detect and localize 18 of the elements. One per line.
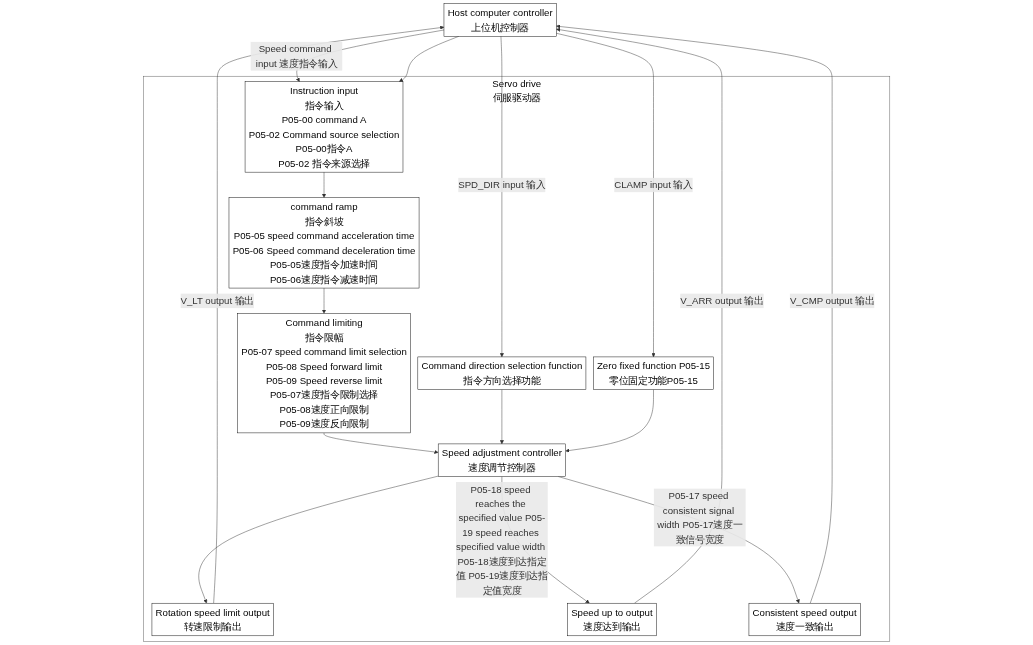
edge-label: V_CMP output 输出	[789, 295, 875, 306]
edge-label: CLAMP input 输入	[613, 179, 693, 191]
node-box: Command direction selection function 指令方向选择功能	[417, 356, 586, 390]
node-box: Host computer controller 上位机控制器	[443, 3, 557, 37]
node-box: Zero fixed function P05-15 零位固定功能P05-15	[592, 356, 714, 390]
node-box: Command limiting 指令限幅 P05-07 speed command limit selection P05-08 Speed forward limit P05-09 Speed reverse limit P05-07速度指令限制选择 P05-08速度正向限制 P05-09速度反向限制	[237, 313, 411, 434]
edge-label: V_ARR output 输出	[679, 295, 764, 306]
node-box: Instruction input 指令输入 P05-00 command A P05-02 Command source selection P05-00指令A P05-02 指令来源选择	[244, 81, 403, 173]
node-box: command ramp 指令斜坡 P05-05 speed command acceleration time P05-06 Speed command deceleration time P05-05速度指令加速时间 P05-06速度指令减速时间	[228, 197, 420, 289]
edge-label: Speed command input 速度指令输入	[255, 43, 337, 69]
edge-label: V_LT output 输出	[180, 295, 254, 306]
edge-label: P05-18 speed reaches the specified value P05-19 speed reaches specified value width P05-18速度到达指定值 P05-19速度到达指定值宽度	[455, 483, 548, 596]
edge-label: P05-17 speed consistent signal width P05-17速度一致信号宽度	[656, 490, 743, 545]
node-box: Rotation speed limit output 转速限制输出	[151, 603, 274, 637]
edge-label: SPD_DIR input 输入	[457, 179, 546, 191]
node-box: Speed adjustment controller 速度调节控制器	[437, 443, 566, 477]
node-box: Consistent speed output 速度一致输出	[748, 603, 861, 637]
node-box: Speed up to output 速度达到输出	[567, 603, 657, 637]
